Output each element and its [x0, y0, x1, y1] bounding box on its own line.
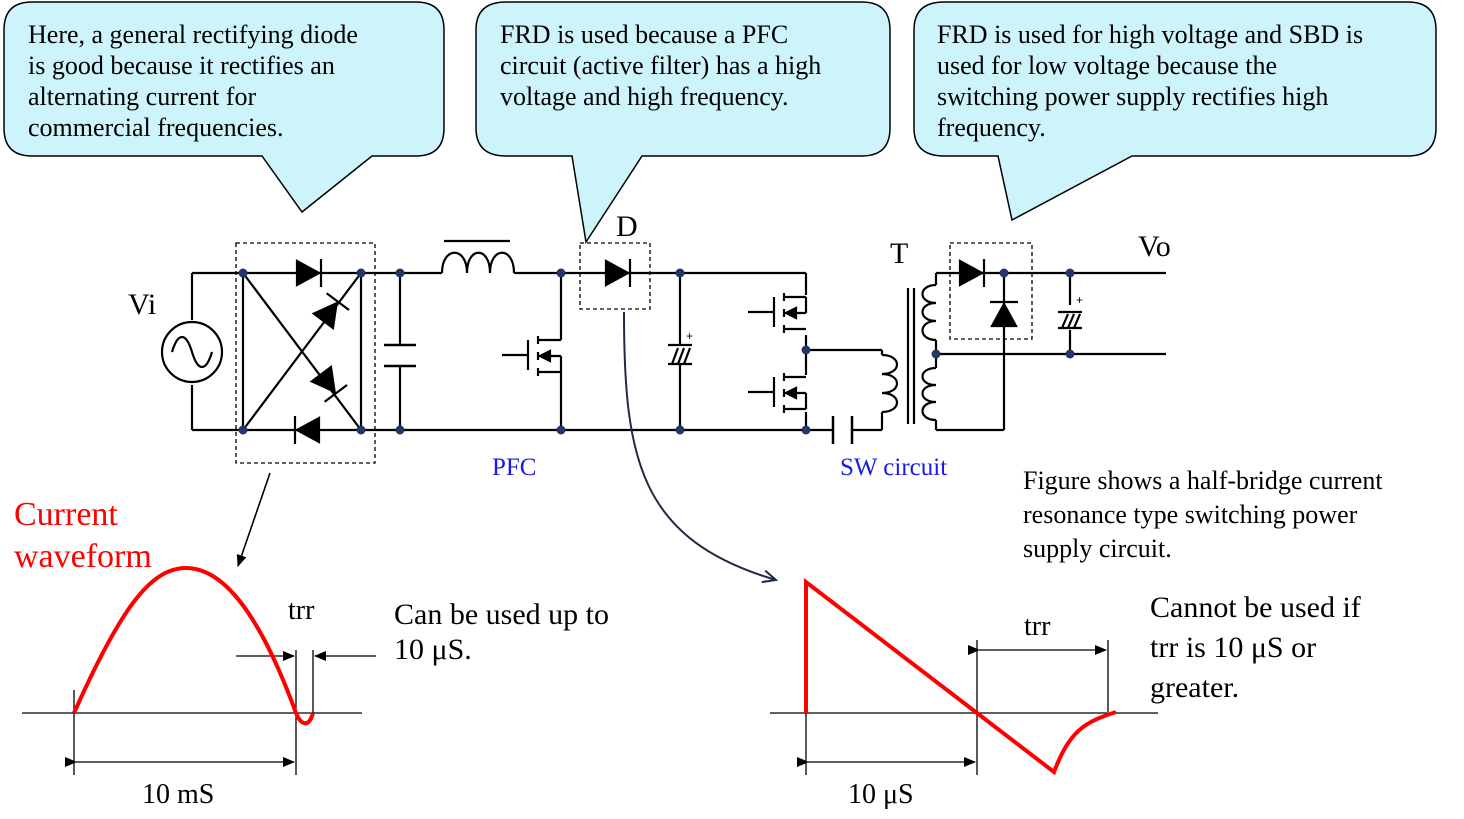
output-diodes: [958, 259, 1018, 328]
junction-nodes: [238, 268, 1075, 435]
bridge-to-waveform-arrow: [236, 472, 271, 567]
pfc-inductor-icon: [440, 251, 516, 274]
vo-label: Vo: [1138, 230, 1171, 263]
callout-left-line: Here, a general rectifying diode: [28, 20, 358, 49]
svg-text:+: +: [1076, 293, 1083, 307]
resonant-inductor-icon: [881, 353, 899, 414]
output-diode-highlight-box: [949, 242, 1033, 340]
current-waveform-label-line: Current: [14, 496, 118, 533]
callout-middle-line: circuit (active filter) has a high: [500, 51, 822, 80]
bridge-diodes: [293, 259, 350, 444]
pfc-mosfet-icon: [502, 336, 563, 380]
pfc-diode-highlight-box: [579, 242, 651, 310]
left-waveform-note-line: Can be used up to: [394, 598, 609, 631]
right-waveform-note-line: trr is 10 μS or: [1150, 631, 1317, 664]
diode-d-label: D: [616, 210, 638, 243]
figure-caption: Figure shows a half-bridge current reson…: [1023, 464, 1383, 566]
high-side-mosfet-icon: [748, 293, 808, 333]
figure-caption-line: supply circuit.: [1023, 534, 1172, 563]
callout-left-line: is good because it rectifies an: [28, 51, 335, 80]
callout-right-line: switching power supply rectifies high: [937, 82, 1329, 111]
callout-middle-line: FRD is used because a PFC: [500, 20, 789, 49]
bulk-capacitor-icon: +: [668, 329, 693, 366]
current-waveform-label: Current waveform: [14, 494, 152, 578]
callout-left-line: commercial frequencies.: [28, 113, 284, 142]
transformer-icon: [906, 283, 937, 424]
right-trr-label: trr: [1024, 611, 1051, 642]
right-waveform-note-line: Cannot be used if: [1150, 591, 1361, 624]
transformer-t-label: T: [890, 237, 909, 270]
callout-right-text: FRD is used for high voltage and SBD is …: [937, 19, 1363, 143]
right-period-label: 10 μS: [848, 779, 914, 810]
right-waveform-axes: [770, 640, 1158, 775]
svg-text:+: +: [686, 329, 693, 343]
resonant-capacitor-icon: [831, 416, 854, 444]
figure-caption-line: Figure shows a half-bridge current: [1023, 466, 1383, 495]
callout-bubble-left: [3, 1, 445, 214]
figure-caption-line: resonance type switching power: [1023, 500, 1358, 529]
bridge-highlight-box: [235, 242, 376, 464]
callout-right-line: frequency.: [937, 113, 1046, 142]
callout-bubble-right: [913, 1, 1437, 222]
current-waveform-label-line: waveform: [14, 538, 152, 575]
pfc-diode-icon: [604, 259, 632, 287]
left-current-waveform: [72, 565, 315, 726]
callout-right-line: used for low voltage because the: [937, 51, 1278, 80]
callout-left-line: alternating current for: [28, 82, 257, 111]
low-side-mosfet-icon: [748, 373, 808, 413]
right-waveform-note-line: greater.: [1150, 671, 1240, 704]
wiring: [190, 271, 1166, 432]
left-period-label: 10 mS: [142, 779, 215, 810]
pfc-label: PFC: [492, 454, 537, 481]
right-current-waveform: [804, 577, 1117, 776]
sw-circuit-label: SW circuit: [840, 454, 948, 481]
vi-label: Vi: [128, 288, 157, 321]
callout-right-line: FRD is used for high voltage and SBD is: [937, 20, 1364, 49]
right-waveform-note: Cannot be used if trr is 10 μS or greate…: [1150, 588, 1361, 708]
callout-bubble-middle: [475, 1, 891, 245]
left-waveform-note: Can be used up to 10 μS.: [394, 597, 609, 667]
diode-to-waveform-arrow: [623, 311, 776, 580]
filter-capacitor-icon: [384, 343, 416, 368]
ac-source-icon: [160, 320, 224, 384]
output-capacitor-icon: +: [1058, 293, 1083, 330]
callout-left-text: Here, a general rectifying diode is good…: [28, 19, 358, 143]
callout-middle-line: voltage and high frequency.: [500, 82, 789, 111]
callout-middle-text: FRD is used because a PFC circuit (activ…: [500, 19, 821, 112]
left-waveform-note-line: 10 μS.: [394, 633, 472, 666]
left-trr-label: trr: [288, 595, 315, 626]
